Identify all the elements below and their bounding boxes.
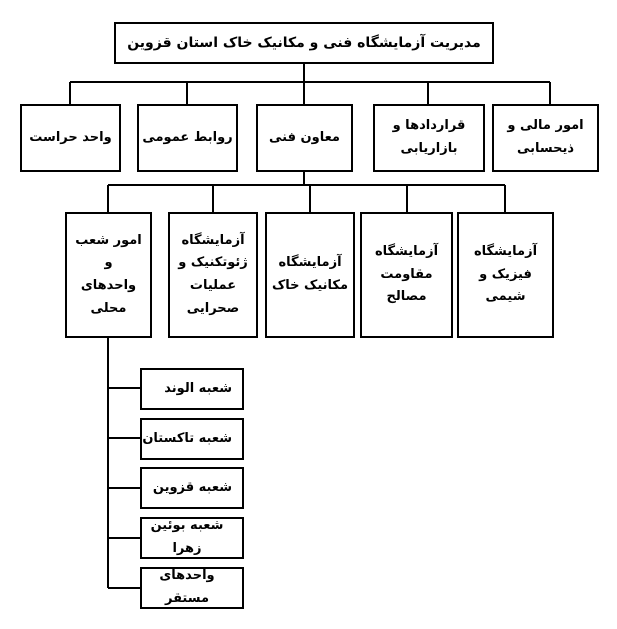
node-lab-geotechnics: آزمایشگاه ژئوتکنیک و عملیات صحرایی [168,212,258,338]
node-lab-physics-chemistry: آزمایشگاه فیزیک و شیمی [457,212,554,338]
node-branch-alvand: شعبه الوند [140,368,244,410]
node-lab-materials: آزمایشگاه مقاومت مصالح [360,212,453,338]
node-public-relations: روابط عمومی [137,104,238,172]
node-finance: امور مالی و ذیحسابی [492,104,599,172]
node-security: واحد حراست [20,104,121,172]
node-title: مدیریت آزمایشگاه فنی و مکانیک خاک استان … [114,22,494,64]
node-branch-takestan: شعبه تاکستان [140,418,244,460]
node-contracts: قراردادها و بازاریابی [373,104,485,172]
node-branch-qazvin: شعبه قزوین [140,467,244,509]
node-technical-deputy: معاون فنی [256,104,353,172]
node-branch-resident-units: واحدهای مستقر [140,567,244,609]
node-branch-buin-zahra: شعبه بوئین زهرا [140,517,244,559]
node-lab-soil-mechanics: آزمایشگاه مکانیک خاک [265,212,355,338]
node-branch-affairs: امور شعب و واحدهای محلی [65,212,152,338]
